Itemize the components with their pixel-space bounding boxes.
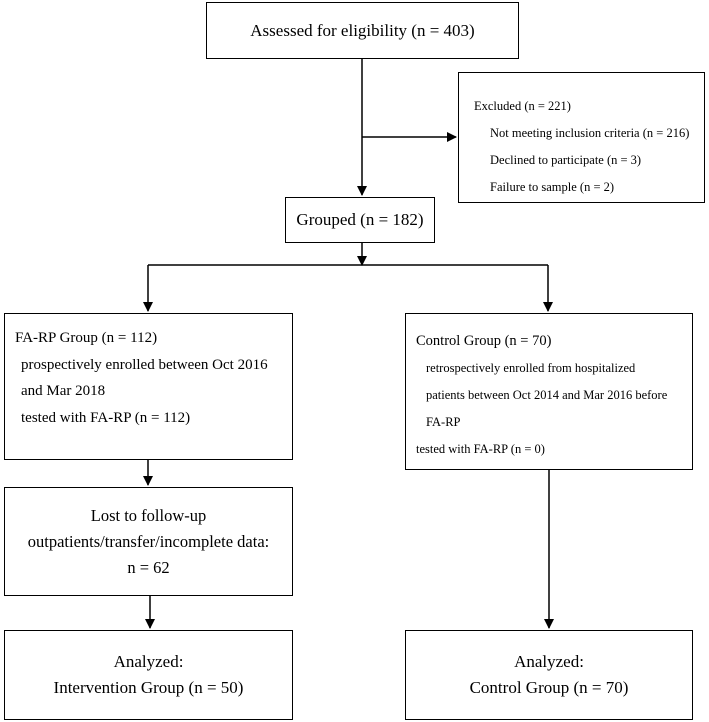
control-group-line: retrospectively enrolled from hospitaliz…	[426, 361, 636, 375]
excluded-item: Declined to participate (n = 3)	[490, 153, 642, 167]
grouped-box: Grouped (n = 182)	[285, 197, 435, 243]
fa-rp-group-line: and Mar 2018	[21, 383, 106, 399]
excluded-box: Excluded (n = 221) Not meeting inclusion…	[458, 72, 705, 203]
grouped-label: Grouped (n = 182)	[296, 210, 424, 229]
lost-line: outpatients/transfer/incomplete data:	[27, 531, 270, 551]
analyzed-left-line: Analyzed:	[113, 652, 184, 671]
assessed-label: Assessed for eligibility (n = 403)	[250, 20, 475, 40]
analyzed-right-line: Control Group (n = 70)	[469, 678, 629, 697]
control-group-title: Control Group (n = 70)	[416, 333, 552, 349]
analyzed-right-line: Analyzed:	[514, 652, 584, 671]
lost-line: n = 62	[127, 557, 170, 577]
analyzed-intervention-box: Analyzed: Intervention Group (n = 50)	[4, 630, 293, 720]
excluded-item: Failure to sample (n = 2)	[490, 180, 615, 194]
analyzed-control-box: Analyzed: Control Group (n = 70)	[405, 630, 693, 720]
control-group-line: tested with FA-RP (n = 0)	[416, 442, 545, 456]
control-group-line: FA-RP	[426, 415, 461, 429]
lost-line: Lost to follow-up	[90, 505, 207, 525]
excluded-title: Excluded (n = 221)	[474, 99, 571, 113]
fa-rp-group-title: FA-RP Group (n = 112)	[15, 330, 158, 346]
fa-rp-group-line: tested with FA-RP (n = 112)	[21, 409, 191, 426]
excluded-item: Not meeting inclusion criteria (n = 216)	[490, 126, 690, 140]
analyzed-left-line: Intervention Group (n = 50)	[53, 678, 244, 697]
fa-rp-group-line: prospectively enrolled between Oct 2016	[21, 356, 268, 373]
lost-to-follow-up-box: Lost to follow-up outpatients/transfer/i…	[4, 487, 293, 596]
control-group-line: patients between Oct 2014 and Mar 2016 b…	[426, 388, 668, 402]
control-group-box: Control Group (n = 70) retrospectively e…	[405, 313, 693, 470]
fa-rp-group-box: FA-RP Group (n = 112) prospectively enro…	[4, 313, 293, 460]
assessed-box: Assessed for eligibility (n = 403)	[206, 2, 519, 59]
